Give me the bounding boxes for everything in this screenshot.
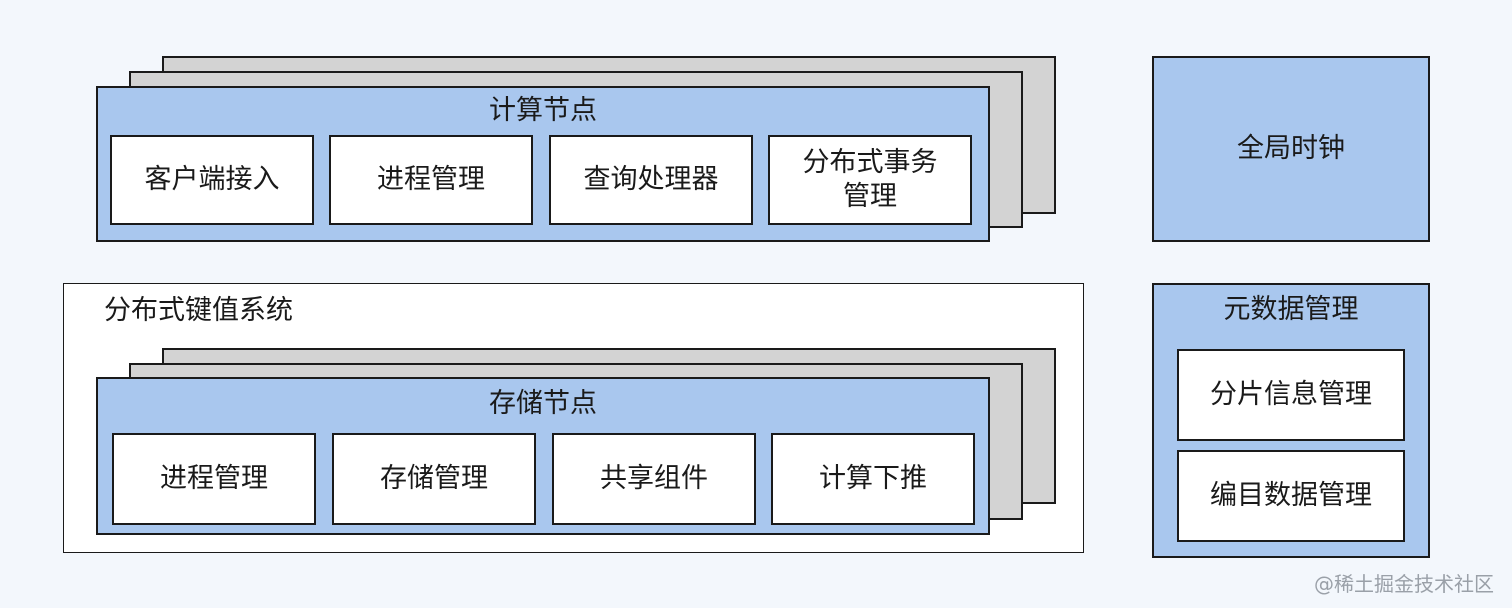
metadata-component-shard-info: 分片信息管理 — [1177, 349, 1405, 441]
storage-component-compute-pushdown: 计算下推 — [771, 433, 975, 525]
distributed-txn-label: 分布式事务管理 — [802, 147, 938, 212]
storage-component-shared: 共享组件 — [552, 433, 756, 525]
storage-component-storage-mgmt: 存储管理 — [332, 433, 536, 525]
storage-component-process-mgmt: 进程管理 — [112, 433, 316, 525]
metadata-panel: 元数据管理 分片信息管理 编目数据管理 — [1152, 283, 1430, 558]
storage-node-panel: 存储节点 进程管理 存储管理 共享组件 计算下推 — [96, 377, 990, 535]
metadata-title: 元数据管理 — [1223, 294, 1359, 325]
compute-component-client-access: 客户端接入 — [110, 135, 314, 225]
watermark: @稀土掘金技术社区 — [1314, 572, 1494, 596]
compute-component-process-mgmt: 进程管理 — [329, 135, 533, 225]
metadata-component-catalog: 编目数据管理 — [1177, 450, 1405, 542]
compute-component-distributed-txn: 分布式事务管理 — [768, 135, 972, 225]
global-clock-box: 全局时钟 — [1152, 56, 1430, 242]
storage-node-title: 存储节点 — [489, 388, 597, 419]
compute-node-title: 计算节点 — [489, 95, 597, 126]
compute-node-panel: 计算节点 客户端接入 进程管理 查询处理器 分布式事务管理 — [96, 86, 990, 242]
kv-system-title: 分布式键值系统 — [104, 295, 293, 326]
compute-component-query-processor: 查询处理器 — [549, 135, 753, 225]
